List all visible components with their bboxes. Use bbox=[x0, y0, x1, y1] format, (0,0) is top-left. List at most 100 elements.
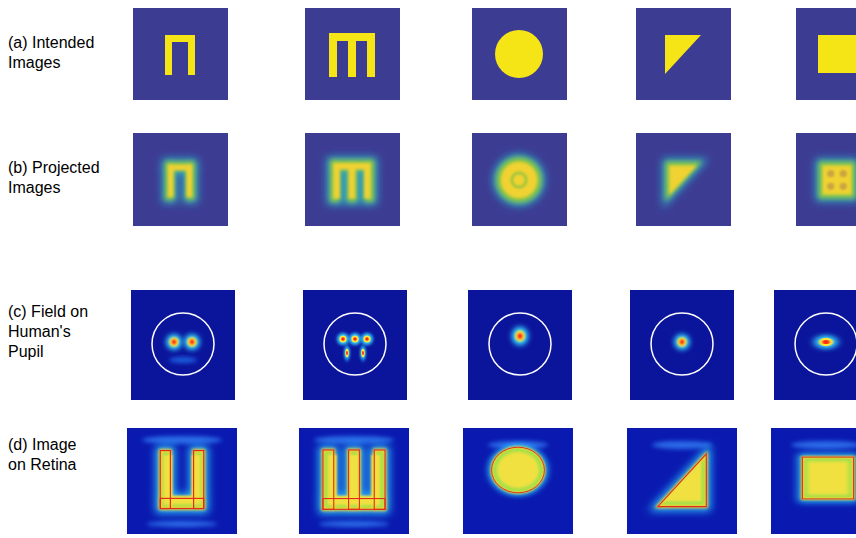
intensity-spot bbox=[166, 334, 182, 350]
intensity-spot bbox=[674, 334, 690, 350]
retina-outline bbox=[658, 454, 707, 507]
retina-outline bbox=[323, 450, 385, 509]
image-panel bbox=[305, 8, 400, 100]
blurred-shape bbox=[497, 158, 540, 201]
retina-halo bbox=[658, 454, 707, 507]
retina-panel bbox=[627, 428, 737, 534]
blur-core bbox=[669, 165, 697, 195]
retina-panel bbox=[463, 428, 573, 534]
blurred-shape bbox=[667, 163, 699, 198]
row-label-box: (b) Projected Images bbox=[8, 158, 128, 198]
retina-fill bbox=[160, 451, 204, 509]
pupil-field-row bbox=[131, 290, 856, 400]
ring-artifact bbox=[512, 173, 526, 187]
blur-mid bbox=[331, 161, 372, 201]
row-label: (b) Projected Images bbox=[8, 158, 128, 198]
blur-mid bbox=[167, 163, 194, 199]
blur-core bbox=[822, 165, 851, 194]
blurred-shape bbox=[331, 161, 372, 201]
pupil-outline bbox=[795, 313, 856, 375]
intended-images-row bbox=[133, 8, 856, 100]
image-panel bbox=[796, 133, 856, 226]
field-panel bbox=[630, 290, 734, 400]
blur-mid bbox=[497, 158, 540, 201]
row-label-box: (c) Field on Human's Pupil bbox=[8, 302, 103, 362]
row-label: (c) Field on Human's Pupil bbox=[8, 302, 103, 362]
retina-core bbox=[807, 461, 848, 494]
retina-fill bbox=[323, 450, 385, 509]
retina-image-row bbox=[127, 428, 856, 534]
blur-halo bbox=[667, 163, 699, 198]
target-shape bbox=[329, 33, 375, 77]
row-label-box: (d) Image on Retina bbox=[8, 435, 88, 475]
blur-core bbox=[501, 162, 538, 199]
speckle bbox=[652, 441, 712, 449]
retina-core bbox=[328, 455, 381, 505]
field-panel bbox=[774, 290, 856, 400]
image-panel bbox=[472, 8, 567, 100]
retina-shape bbox=[160, 451, 204, 509]
retina-shape bbox=[323, 450, 385, 509]
speckle bbox=[314, 436, 394, 444]
field-panel bbox=[131, 290, 235, 400]
retina-core bbox=[497, 452, 539, 488]
retina-panel bbox=[127, 428, 237, 534]
retina-outline bbox=[492, 447, 545, 493]
image-panel bbox=[472, 133, 567, 226]
row-label-box: (a) Intended Images bbox=[8, 33, 128, 73]
retina-core bbox=[164, 455, 201, 504]
intensity-spot bbox=[361, 333, 373, 345]
speckle bbox=[147, 521, 217, 527]
blur-mid bbox=[820, 163, 854, 197]
retina-halo bbox=[323, 450, 385, 509]
blur-halo bbox=[497, 158, 540, 201]
retina-shape bbox=[658, 454, 707, 507]
blur-halo bbox=[167, 163, 194, 199]
spot-artifact bbox=[827, 170, 834, 177]
image-panel bbox=[796, 8, 856, 100]
field-panel bbox=[303, 290, 407, 400]
spot-artifact bbox=[840, 170, 847, 177]
target-shape bbox=[818, 35, 856, 73]
retina-fill bbox=[658, 454, 707, 507]
spot-artifact bbox=[840, 183, 847, 190]
intensity-spot bbox=[337, 333, 349, 345]
image-panel bbox=[133, 8, 228, 100]
blur-core bbox=[333, 163, 370, 199]
blurred-shape bbox=[167, 163, 194, 199]
retina-outline bbox=[802, 457, 853, 499]
pupil-outline bbox=[489, 313, 551, 375]
image-panel bbox=[636, 8, 731, 100]
retina-shape bbox=[802, 457, 853, 499]
retina-fill bbox=[802, 457, 853, 499]
intensity-spot bbox=[184, 334, 200, 350]
projected-images-row bbox=[133, 133, 856, 226]
intensity-spot bbox=[814, 335, 838, 349]
row-label: (d) Image on Retina bbox=[8, 435, 88, 475]
retina-halo bbox=[802, 457, 853, 499]
image-panel bbox=[305, 133, 400, 226]
field-panel bbox=[468, 290, 572, 400]
retina-fill bbox=[492, 447, 545, 493]
retina-shape bbox=[492, 447, 545, 493]
image-panel bbox=[636, 133, 731, 226]
speckle bbox=[791, 441, 856, 449]
intensity-spot bbox=[360, 346, 366, 360]
speckle bbox=[142, 436, 222, 444]
intensity-spot bbox=[349, 333, 361, 345]
speckle bbox=[319, 521, 389, 527]
target-shape bbox=[665, 35, 701, 74]
intensity-spot bbox=[344, 346, 350, 360]
blurred-shape bbox=[820, 163, 854, 197]
faint-tail bbox=[169, 357, 197, 363]
target-shape bbox=[165, 35, 195, 75]
retina-halo bbox=[160, 451, 204, 509]
target-shape bbox=[495, 30, 543, 78]
blur-core bbox=[168, 165, 192, 197]
pupil-outline bbox=[324, 313, 386, 375]
intensity-spot bbox=[512, 327, 529, 346]
retina-panel bbox=[771, 428, 856, 534]
